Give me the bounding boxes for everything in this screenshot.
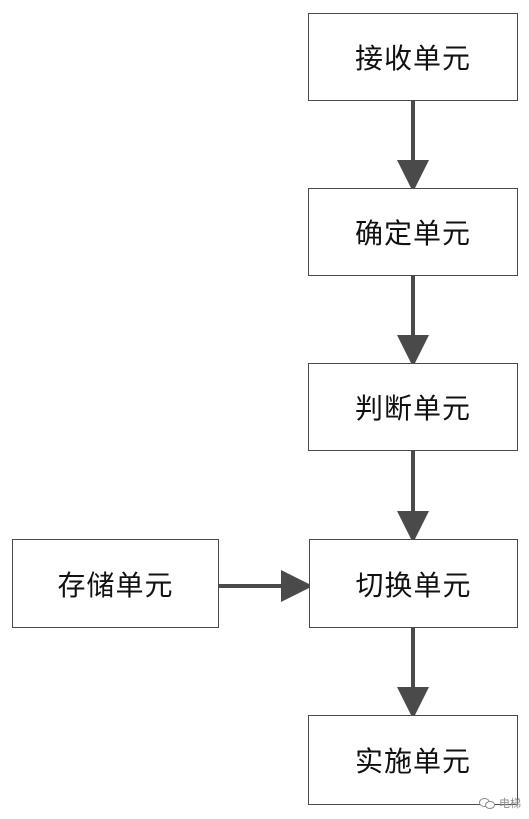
switch-unit-label: 切换单元 bbox=[355, 568, 472, 602]
implement-unit-box: 实施单元 bbox=[308, 715, 518, 805]
determine-unit-label: 确定单元 bbox=[354, 217, 471, 250]
determine-unit-box: 确定单元 bbox=[308, 188, 518, 276]
storage-unit-box: 存储单元 bbox=[12, 539, 219, 628]
implement-unit-label: 实施单元 bbox=[354, 745, 471, 778]
judge-unit-box: 判断单元 bbox=[308, 363, 518, 451]
watermark: 电梯 bbox=[479, 795, 521, 811]
judge-unit-label: 判断单元 bbox=[354, 392, 471, 425]
receive-unit-label: 接收单元 bbox=[354, 42, 471, 75]
wechat-icon bbox=[479, 797, 495, 809]
receive-unit-box: 接收单元 bbox=[308, 13, 518, 101]
watermark-label: 电梯 bbox=[499, 797, 521, 810]
switch-unit-box: 切换单元 bbox=[309, 539, 518, 628]
storage-unit-label: 存储单元 bbox=[57, 568, 174, 602]
